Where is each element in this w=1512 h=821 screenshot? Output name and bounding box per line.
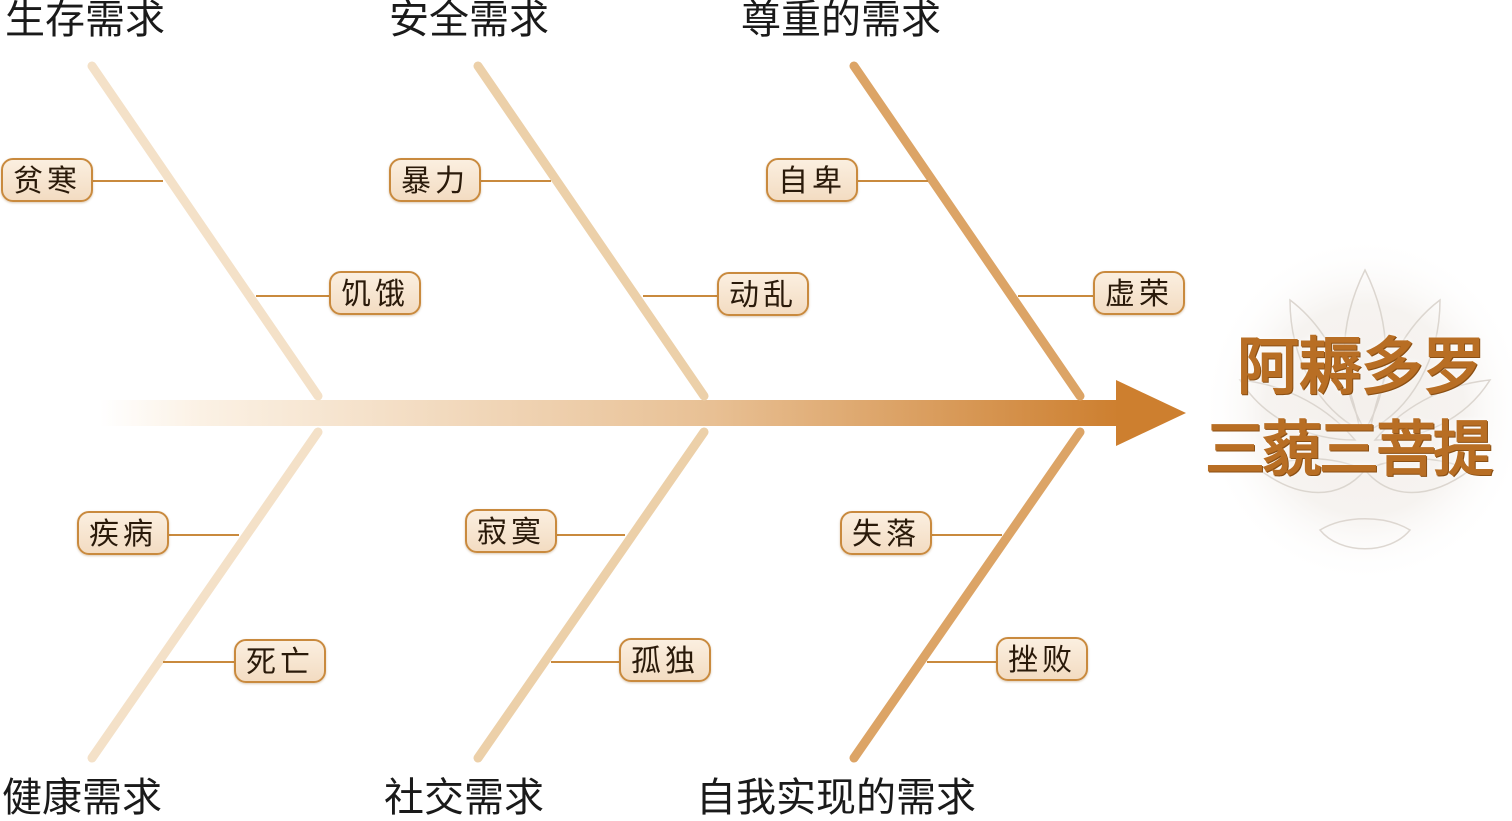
cause-poverty: 贫寒 (1, 158, 93, 202)
category-esteem: 尊重的需求 (741, 0, 941, 43)
goal-line-2: 三藐三菩提 (1205, 415, 1493, 485)
bone-social (473, 427, 709, 763)
bone-survival (87, 61, 323, 401)
lotus-illustration (1238, 268, 1492, 550)
category-survival: 生存需求 (5, 0, 165, 43)
category-safety: 安全需求 (389, 0, 549, 43)
cause-loneliness: 孤独 (619, 638, 711, 682)
bone-self-actualization (849, 427, 1085, 763)
cause-violence: 暴力 (389, 158, 481, 202)
cause-loss: 失落 (840, 511, 932, 555)
cause-solitude: 寂寞 (465, 509, 557, 553)
bone-safety (473, 61, 709, 401)
cause-failure: 挫败 (996, 637, 1088, 681)
spine (100, 400, 1120, 426)
category-social: 社交需求 (384, 775, 544, 821)
goal-line-1: 阿耨多罗 (1237, 330, 1486, 403)
bone-esteem (849, 61, 1085, 401)
bone-health (87, 427, 323, 763)
cause-illness: 疾病 (77, 511, 169, 555)
category-self-actualization: 自我实现的需求 (696, 775, 976, 821)
category-health: 健康需求 (2, 775, 162, 821)
cause-vanity: 虚荣 (1093, 271, 1185, 315)
spine-arrowhead (1116, 380, 1186, 446)
cause-death: 死亡 (234, 639, 326, 683)
cause-turmoil: 动乱 (717, 272, 809, 316)
cause-hunger: 饥饿 (329, 271, 421, 315)
cause-inferiority: 自卑 (766, 158, 858, 202)
